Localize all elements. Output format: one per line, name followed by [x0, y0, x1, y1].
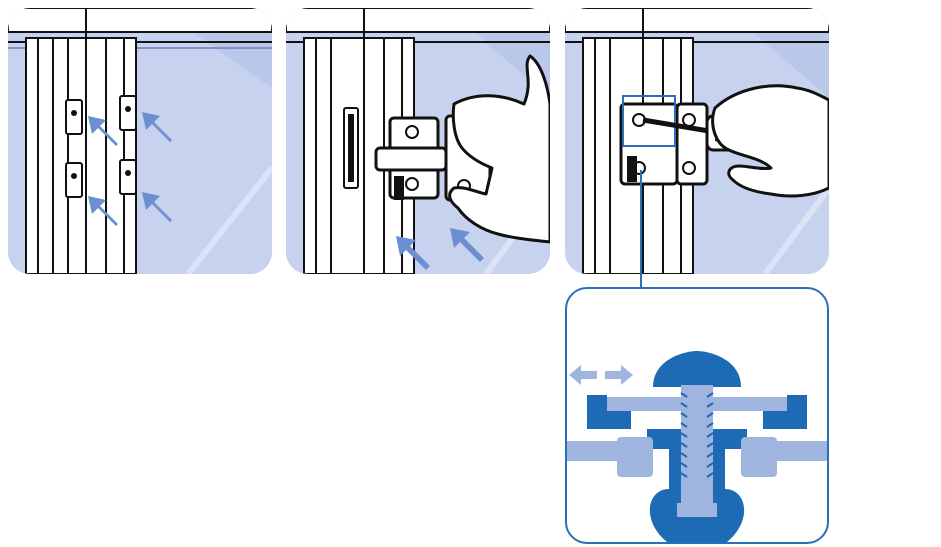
slot-nut — [120, 96, 136, 130]
detail-cross-section — [565, 287, 829, 544]
slot-nut — [66, 100, 82, 134]
panel-tighten-screwdriver — [565, 8, 829, 274]
double-arrow-icon — [569, 365, 633, 385]
hinge — [621, 96, 707, 184]
panel-insert-hinge — [286, 8, 550, 274]
leader-line — [640, 170, 642, 287]
panel-slot-nuts — [8, 8, 272, 274]
slot-nut — [120, 160, 136, 194]
hand-icon — [713, 86, 829, 196]
slot-nut — [66, 163, 82, 197]
